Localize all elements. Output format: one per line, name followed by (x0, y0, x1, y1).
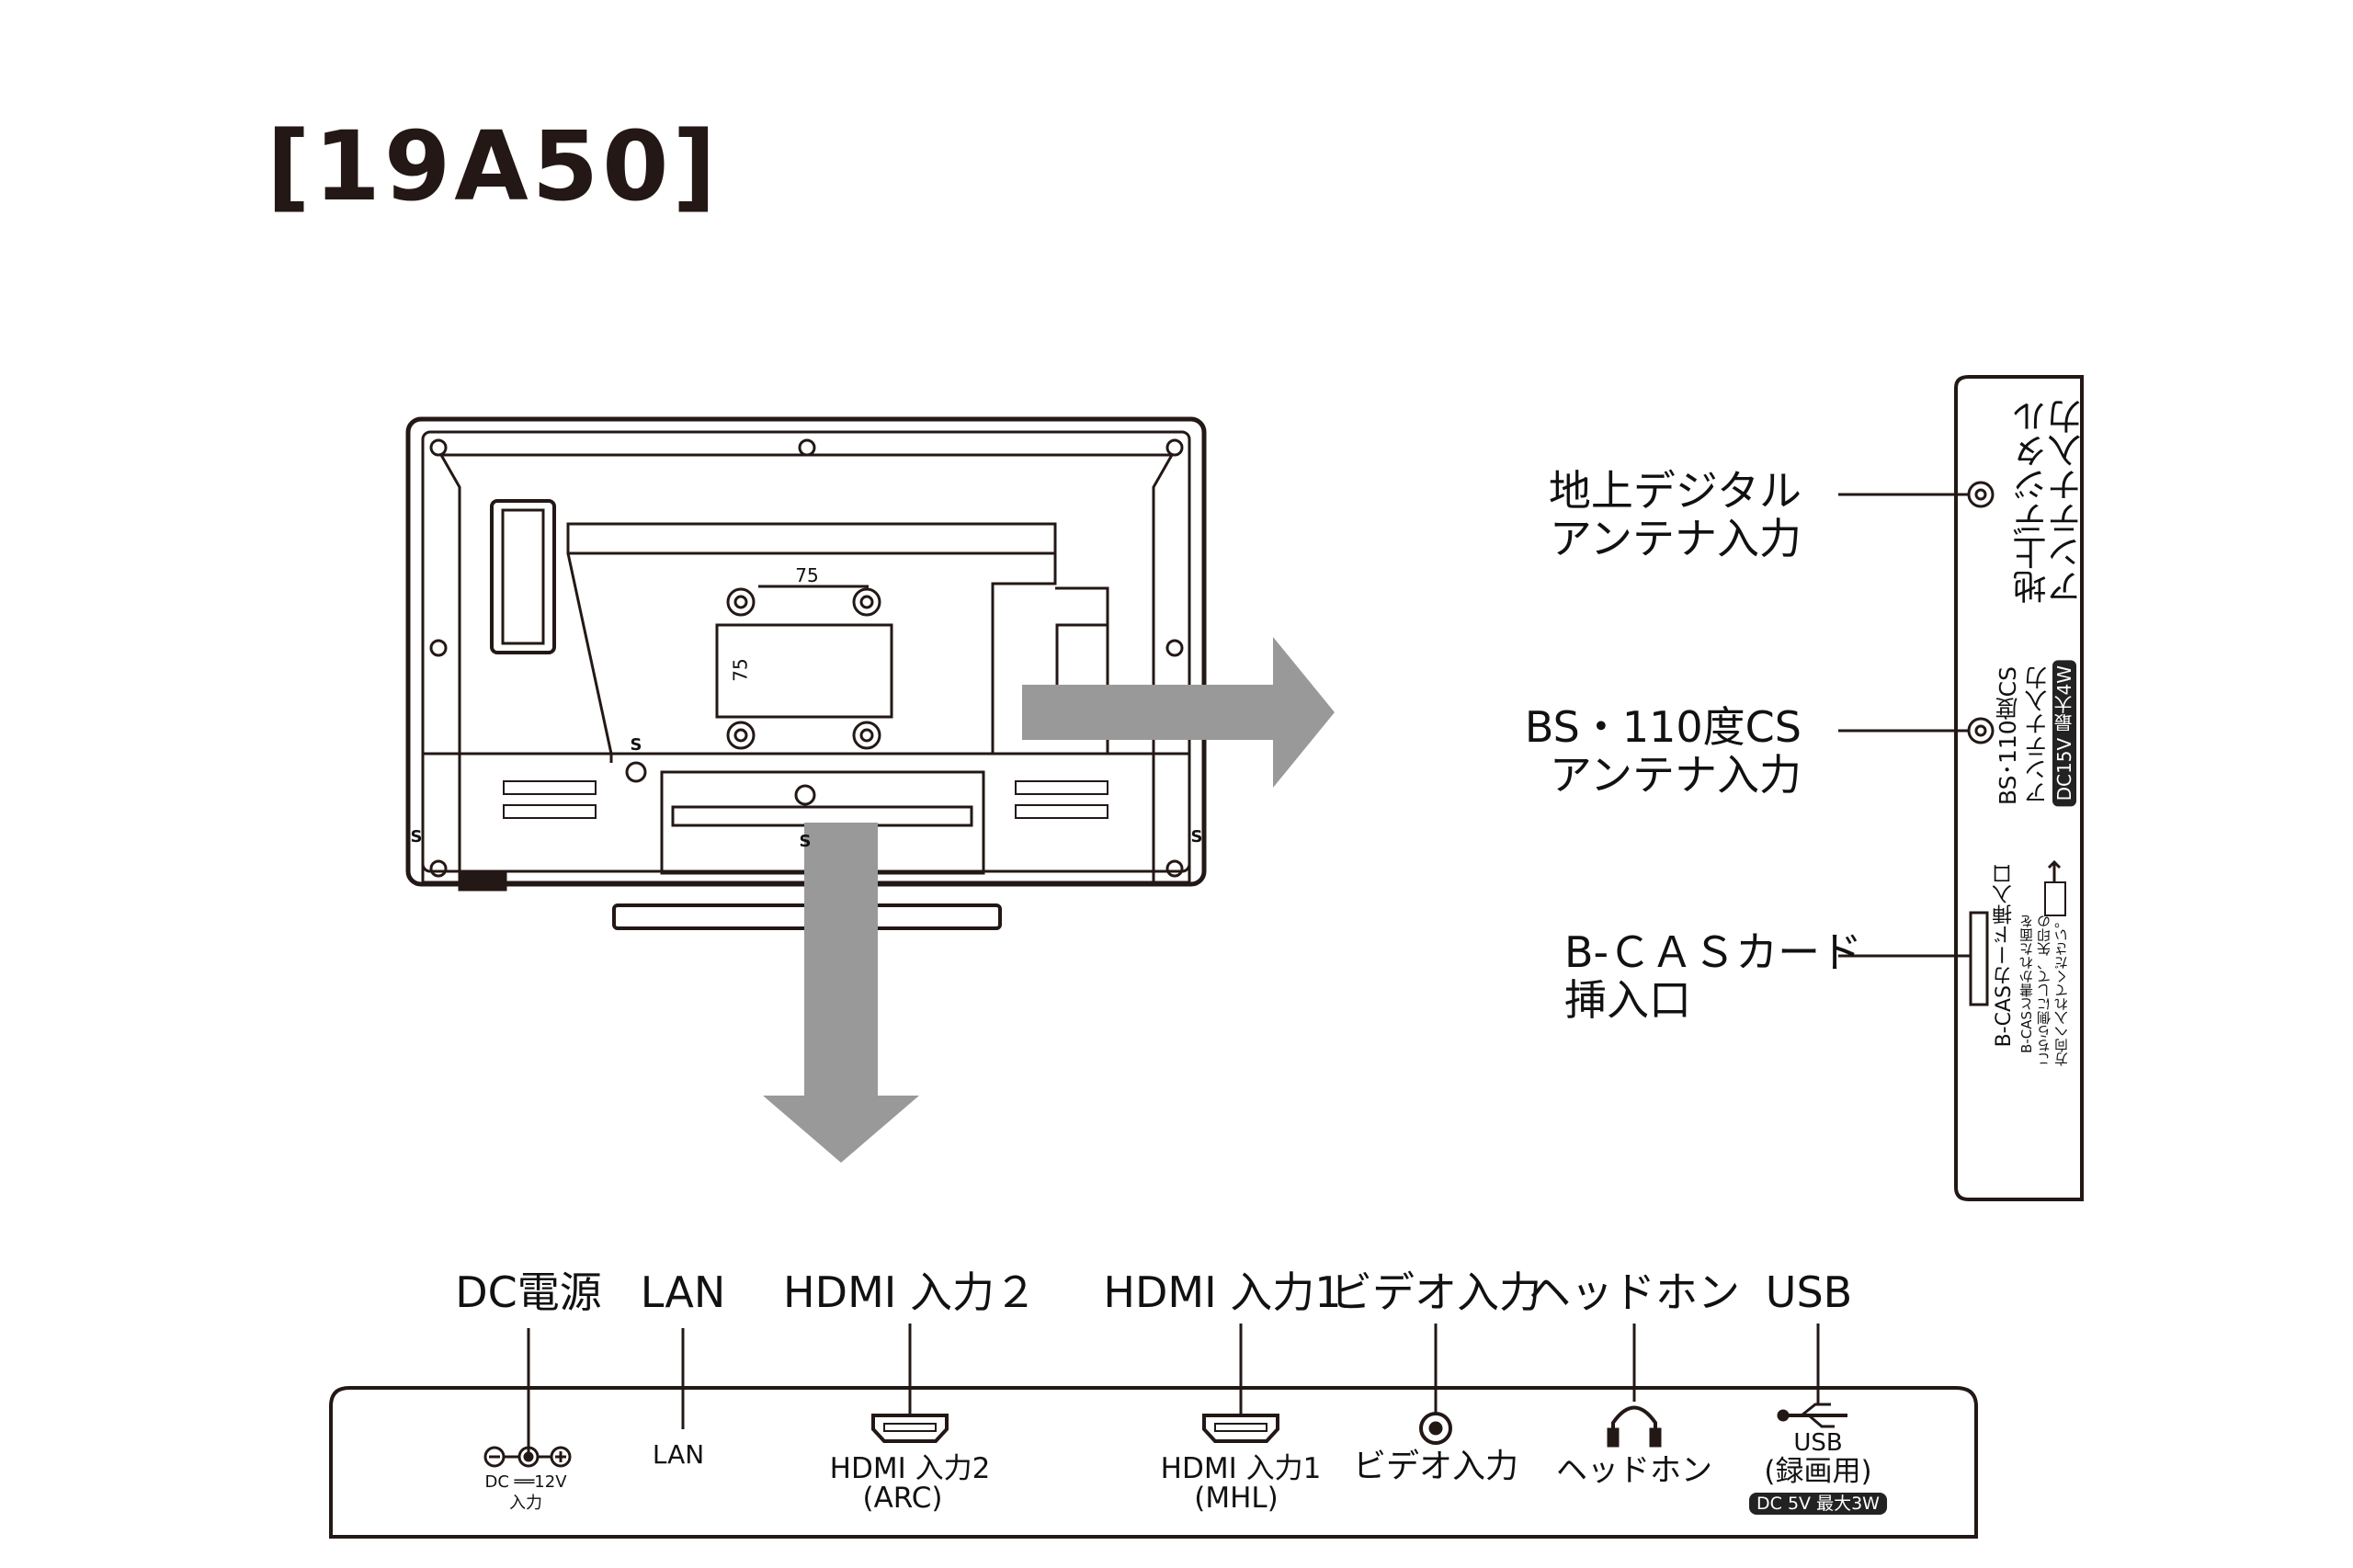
heading-hdmi2: HDMI 入力２ (783, 1267, 1037, 1317)
heading-headphone: ヘッドホン (1529, 1267, 1740, 1317)
panel-bscs-power-badge: DC15V 最大4W (2052, 660, 2076, 807)
heading-hdmi1: HDMI 入力1 (1103, 1267, 1342, 1317)
panel-terrestrial-line1: 地上デジタル (2013, 400, 2052, 604)
panel-bcas-note3: 方向へ入れてください。 (2053, 915, 2070, 1066)
port-usb-line1: USB (1793, 1429, 1843, 1457)
panel-bscs-line1: BS･110度CS (1995, 666, 2021, 806)
indicator-arrows (763, 637, 1335, 1163)
screw-mark-center: S (630, 735, 642, 755)
panel-bscs-line2: アンテナ入力 (2024, 666, 2051, 804)
port-lan: LAN (652, 1439, 705, 1470)
dimension-vertical: 75 (729, 658, 752, 682)
heading-video: ビデオ入力 (1330, 1267, 1541, 1317)
model-title: [19A50] (267, 110, 721, 222)
side-terminal-panel (1838, 375, 2084, 1201)
screw-mark-stand: S (799, 832, 812, 851)
port-dc-sub: 入力 (509, 1494, 542, 1513)
callout-bcas: B-ＣＡＳカード 挿入口 (1564, 928, 1862, 1024)
heading-usb: USB (1765, 1267, 1853, 1317)
port-usb-power-badge: DC 5V 最大3W (1749, 1493, 1887, 1515)
panel-bcas-note1: B-CASと書かれた面を (2018, 915, 2035, 1053)
port-headphone: ヘッドホン (1556, 1452, 1712, 1489)
bottom-port-icons (483, 1403, 1847, 1468)
port-video: ビデオ入力 (1352, 1448, 1519, 1485)
dimension-horizontal: 75 (795, 564, 819, 586)
port-hdmi1-line2: (MHL) (1194, 1482, 1279, 1515)
screw-mark-right: S (1190, 827, 1203, 846)
vesa-screws (429, 438, 1184, 878)
bottom-terminal-panel (329, 1324, 1978, 1539)
port-hdmi1-line1: HDMI 入力1 (1160, 1452, 1322, 1485)
callout-bcas-line2: 挿入口 (1564, 975, 1691, 1025)
callout-terrestrial: 地上デジタル アンテナ入力 (1549, 467, 1802, 562)
heading-lan: LAN (640, 1267, 726, 1317)
panel-bcas-title: B-CASカード挿入口 (1993, 864, 2016, 1048)
port-hdmi2-line2: (ARC) (862, 1482, 943, 1515)
screw-mark-left: S (410, 827, 423, 846)
port-hdmi2-line1: HDMI 入力2 (829, 1452, 991, 1485)
panel-terrestrial-line2: アンテナ入力 (2048, 400, 2087, 604)
port-usb-line2: (録画用) (1764, 1455, 1872, 1488)
callout-bscs-line2: アンテナ入力 (1549, 750, 1802, 800)
callout-terrestrial-line1: 地上デジタル (1548, 466, 1802, 516)
panel-bcas-note2: こちら側にして、矢印の (2036, 915, 2052, 1066)
port-dc-spec: DC ══12V (484, 1472, 567, 1492)
heading-dc: DC電源 (455, 1267, 602, 1317)
callout-terrestrial-line2: アンテナ入力 (1549, 514, 1802, 563)
callout-bscs: BS・110度CS アンテナ入力 (1525, 703, 1802, 799)
callout-bcas-line1: B-ＣＡＳカード (1564, 927, 1863, 977)
callout-bscs-line1: BS・110度CS (1524, 702, 1802, 752)
